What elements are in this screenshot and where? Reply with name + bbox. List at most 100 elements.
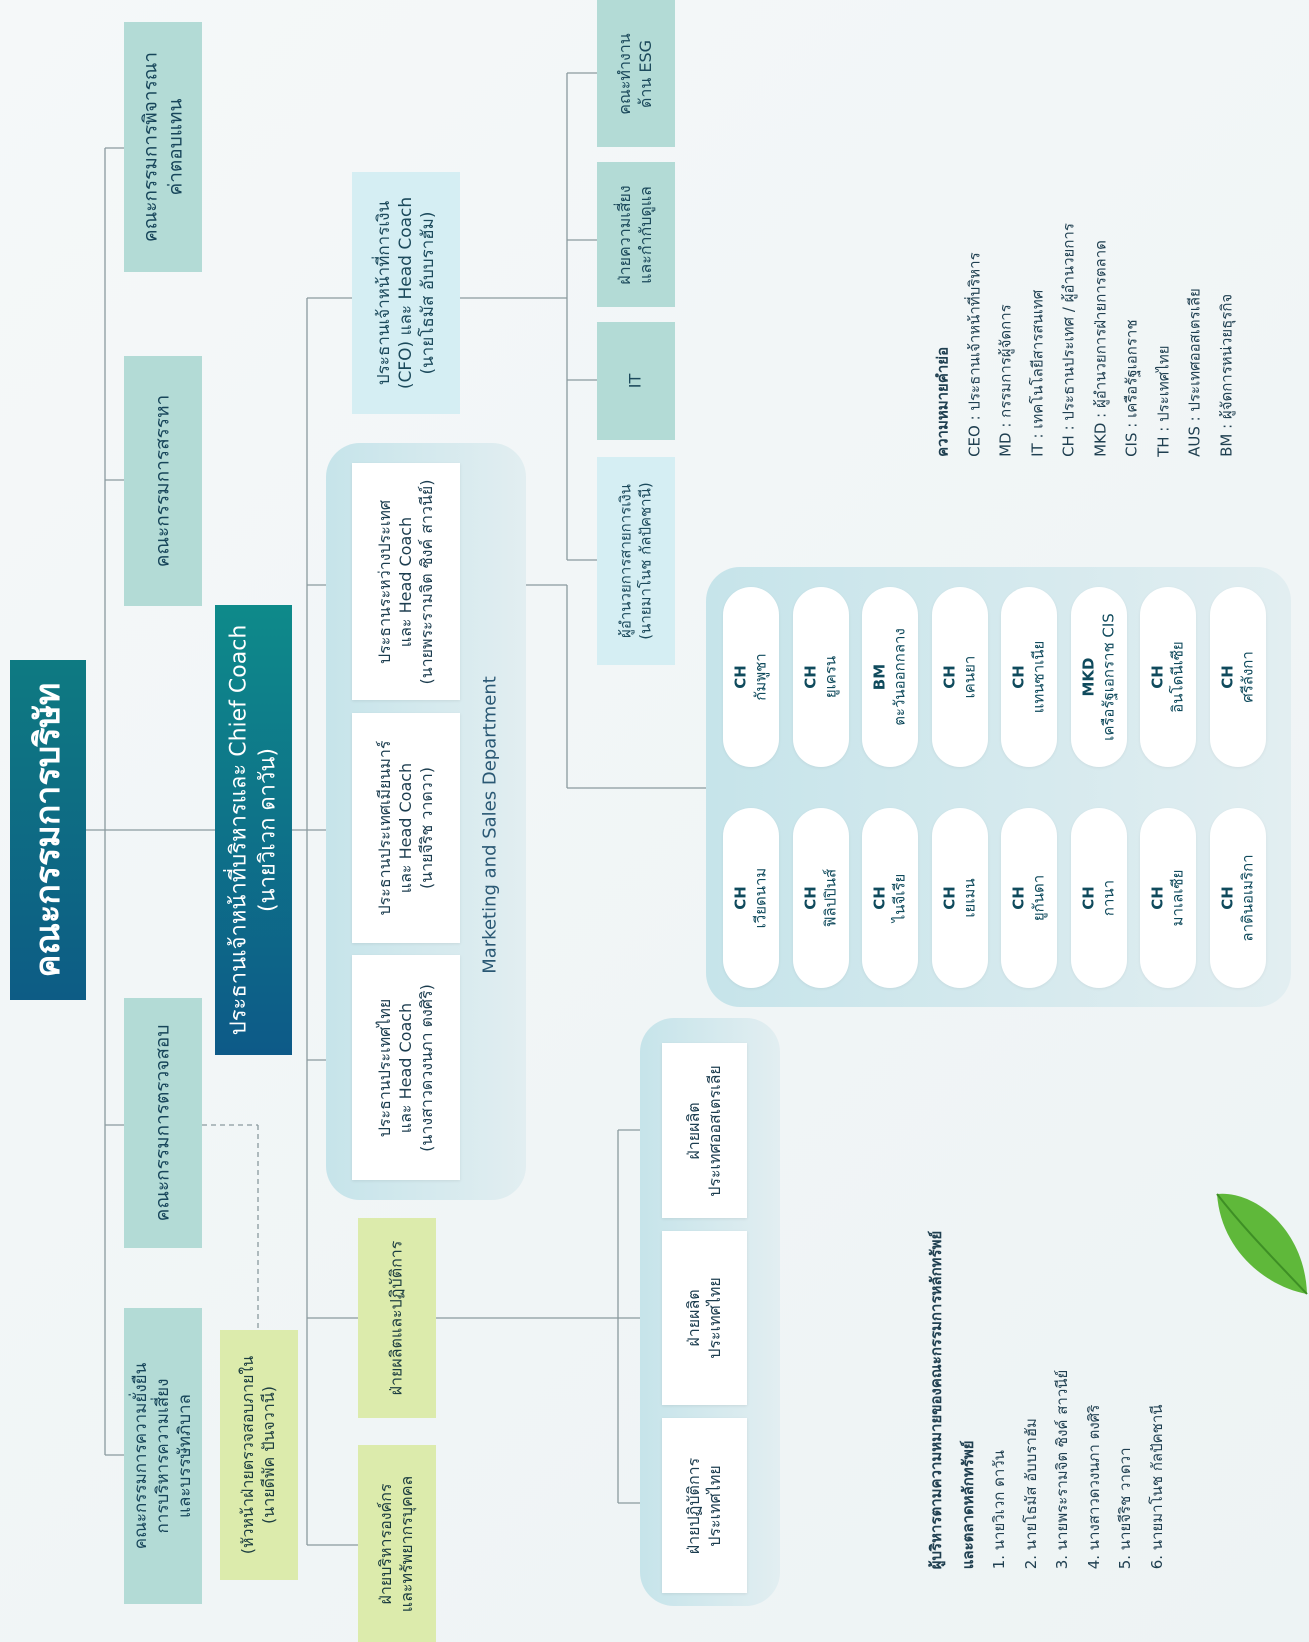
- president-thailand-box: ประธานประเทศไทยและ Head Coach(นางสาวดวงน…: [352, 955, 460, 1180]
- abbreviation-item: BM : ผู้จัดการหน่วยธุรกิจ: [1217, 293, 1235, 457]
- abbreviation-item: MKD : ผู้อำนวยการฝ่ายการตลาด: [1091, 240, 1109, 457]
- country-head-code: CH: [1218, 665, 1236, 689]
- country-head-code: CH: [1079, 886, 1097, 910]
- production-operations-text: ฝ่ายผลิตและปฏิบัติการ: [386, 1240, 406, 1396]
- country-head-name: ไนจีเรีย: [890, 873, 908, 923]
- country-head-code: CH: [801, 665, 819, 689]
- marketing-label: Marketing and Sales Department: [470, 670, 510, 980]
- risk-compliance-box: ฝ่ายความเสี่ยงและกำกับดูแล: [597, 162, 675, 307]
- president-myanmar-line1: ประธานประเทศเมียนมาร์: [374, 740, 394, 916]
- country-head-name: อินโดนีเซีย: [1168, 641, 1186, 713]
- sustainability-line3: และบรรษัทภิบาล: [175, 1394, 196, 1518]
- country-head-code: CH: [870, 886, 889, 910]
- sustainability-line2: การบริหารความเสี่ยง: [152, 1378, 173, 1534]
- country-head-code: MKD: [1079, 657, 1097, 697]
- country-head-name: ลาตินอเมริกา: [1237, 854, 1256, 942]
- country-head-name: เครือรัฐเอกราช CIS: [1098, 613, 1117, 741]
- audit-committee-text: คณะกรรมการตรวจสอบ: [151, 1024, 174, 1222]
- country-head-name: เคนยา: [959, 655, 978, 699]
- executives-list: ผู้บริหารตามความหมายของคณะกรรมการหลักทรั…: [922, 1185, 1172, 1615]
- executive-item: 5. นายจีริช วาดวา: [1116, 1447, 1134, 1570]
- board-of-directors-title: คณะกรรมการบริษัท: [10, 660, 86, 1000]
- cfo-line2: (CFO) และ Head Coach: [395, 196, 416, 390]
- nomination-committee-text: คณะกรรมการสรรหา: [151, 394, 174, 568]
- country-head-code: CH: [1218, 886, 1236, 910]
- executive-item: 1. นายวิเวก ดาวัน: [990, 1450, 1008, 1570]
- abbreviation-item: MD : กรรมการผู้จัดการ: [996, 304, 1015, 457]
- country-head-name: ยูเครน: [820, 655, 839, 699]
- risk-dept-line1: ฝ่ายความเสี่ยง: [615, 184, 635, 285]
- abbreviations-legend: ความหมายคำย่อ CEO : ประธานเจ้าหน้าที่บริ…: [930, 175, 1240, 505]
- production-aus-line1: ฝ่ายผลิต: [683, 1101, 703, 1160]
- internal-audit-head-box: (หัวหน้าฝ่ายตรวจสอบภายใน(นายดีพัค ปันจวา…: [220, 1330, 298, 1580]
- country-head-code: CH: [731, 886, 750, 910]
- sustainability-committee-box: คณะกรรมการความยั่งยืนการบริหารความเสี่ยง…: [124, 1308, 202, 1604]
- operations-thai-line2: ประเทศไทย: [704, 1464, 724, 1547]
- executive-item: 4. นางสาวดวงนภา ตงศิริ: [1084, 1404, 1103, 1570]
- finance-director-line1: ผู้อำนวยการสายการเงิน: [616, 484, 635, 638]
- country-head-name: กัมพูชา: [751, 653, 769, 701]
- esg-line2: ด้าน ESG: [636, 39, 655, 108]
- country-head-name: เยเมน: [959, 878, 978, 918]
- country-head-code: CH: [801, 886, 819, 910]
- cfo-line3: (นายโธมัส อับบราฮัม): [418, 211, 439, 375]
- president-myanmar-box: ประธานประเทศเมียนมาร์และ Head Coach(นายจ…: [352, 713, 460, 943]
- production-aus-line2: ประเทศออสเตรเลีย: [704, 1064, 724, 1197]
- finance-director-line2: (นายมาโนช กัลปัคชานี): [636, 482, 654, 640]
- president-myanmar-line3: (นายจีริช วาดวา): [416, 766, 436, 890]
- cfo-line1: ประธานเจ้าหน้าที่การเงิน: [373, 200, 394, 386]
- executives-title-line1: ผู้บริหารตามความหมายของคณะกรรมการหลักทรั…: [927, 1230, 945, 1570]
- country-head-code: CH: [1009, 886, 1028, 910]
- remuneration-committee-line1: คณะกรรมการพิจารณา: [139, 51, 162, 243]
- president-thailand-line1: ประธานประเทศไทย: [374, 998, 394, 1137]
- production-thai-line1: ฝ่ายผลิต: [683, 1289, 703, 1347]
- abbreviation-item: TH : ประเทศไทย: [1154, 345, 1172, 457]
- production-operations-box: ฝ่ายผลิตและปฏิบัติการ: [358, 1218, 436, 1418]
- president-intl-line1: ประธานระหว่างประเทศ: [374, 499, 394, 664]
- cfo-box: ประธานเจ้าหน้าที่การเงิน(CFO) และ Head C…: [352, 172, 460, 414]
- abbreviation-item: CH : ประธานประเทศ / ผู้อำนวยการ: [1059, 223, 1078, 457]
- production-thailand-box: ฝ่ายผลิตประเทศไทย: [662, 1231, 747, 1405]
- operations-thai-line1: ฝ่ายปฏิบัติการ: [683, 1457, 703, 1554]
- country-head-name: แทนซาเนีย: [1029, 640, 1047, 714]
- finance-director-box: ผู้อำนวยการสายการเงิน(นายมาโนช กัลปัคชาน…: [597, 457, 675, 665]
- internal-audit-line1: (หัวหน้าฝ่ายตรวจสอบภายใน: [238, 1355, 258, 1555]
- operations-thailand-box: ฝ่ายปฏิบัติการประเทศไทย: [662, 1418, 747, 1593]
- it-text: IT: [625, 373, 645, 389]
- remuneration-committee-line2: ค่าตอบแทน: [164, 98, 186, 196]
- nomination-committee-box: คณะกรรมการสรรหา: [124, 356, 202, 606]
- hr-admin-box: ฝ่ายบริหารองค์กรและทรัพยากรบุคคล: [358, 1445, 436, 1642]
- president-thailand-line2: และ Head Coach: [395, 1002, 415, 1133]
- leaf-decoration: [1216, 1193, 1308, 1295]
- abbreviation-item: CEO : ประธานเจ้าหน้าที่บริหาร: [965, 252, 983, 457]
- country-head-name: ตะวันออกกลาง: [890, 628, 908, 726]
- country-head-name: ศรีลังกา: [1237, 651, 1256, 703]
- country-head-name: มาเลเซีย: [1168, 869, 1186, 927]
- ceo-line1: ประธานเจ้าหน้าที่บริหารและ Chief Coach: [225, 624, 251, 1036]
- board-title-text: คณะกรรมการบริษัท: [27, 682, 68, 978]
- country-head-name: เวียดนาม: [751, 867, 769, 929]
- country-head-code: CH: [1148, 886, 1167, 910]
- abbreviations-title: ความหมายคำย่อ: [933, 346, 952, 457]
- executive-item: 6. นายมาโนช กัลปัคชานี: [1147, 1404, 1166, 1570]
- remuneration-committee-box: คณะกรรมการพิจารณาค่าตอบแทน: [124, 22, 202, 272]
- president-international-box: ประธานระหว่างประเทศและ Head Coach(นายพระ…: [352, 463, 460, 700]
- sustainability-line1: คณะกรรมการความยั่งยืน: [130, 1362, 151, 1550]
- internal-audit-line2: (นายดีพัค ปันจวานี): [259, 1386, 278, 1524]
- abbreviation-item: IT : เทคโนโลยีสารสนเทศ: [1028, 289, 1046, 457]
- country-head-code: BM: [870, 663, 889, 691]
- country-head-code: CH: [731, 665, 750, 689]
